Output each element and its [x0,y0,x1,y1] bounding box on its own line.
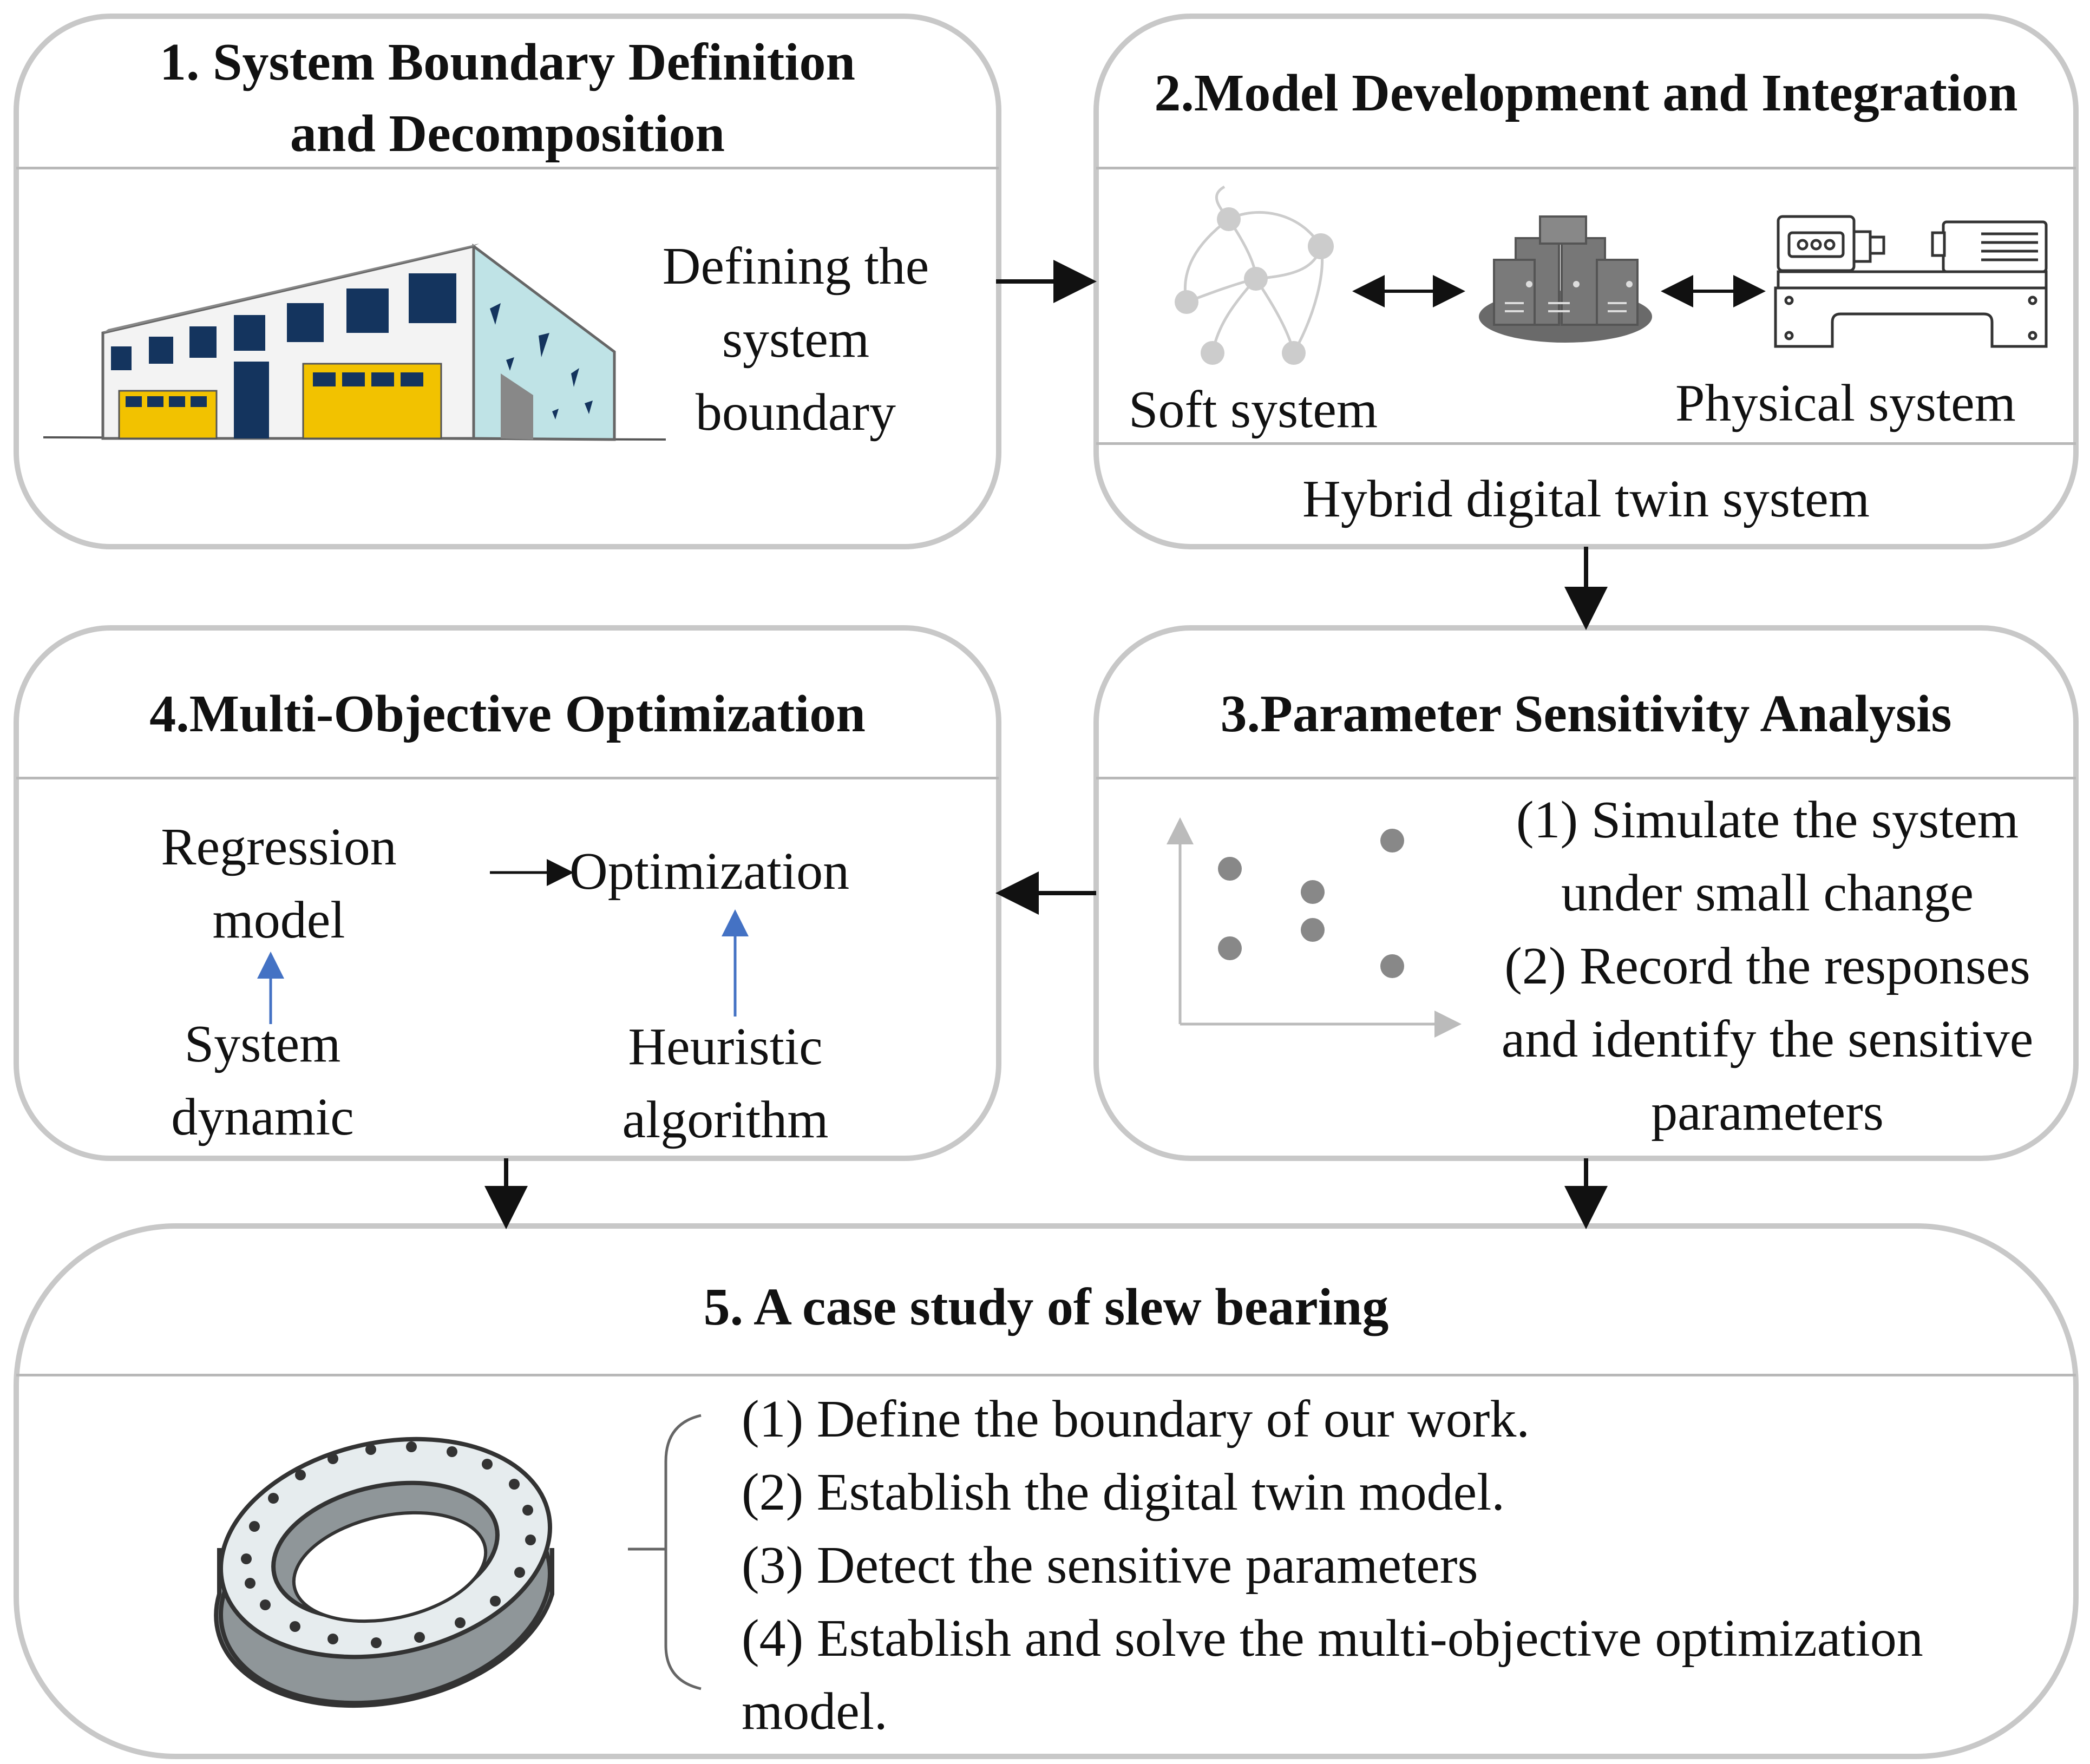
panel-5-title: 5. A case study of slew bearing [703,1278,1389,1336]
sensitivity-step-line: (2) Record the responses [1504,937,2030,995]
case-study-step: (4) Establish and solve the multi-object… [742,1609,1923,1668]
panel-1-title-line-1: 1. System Boundary Definition [159,33,855,91]
panel-2-title: 2.Model Development and Integration [1154,64,2018,122]
slew-bearing-icon [214,1437,554,1708]
sensitivity-step-line: under small change [1561,864,1974,922]
divider [1096,777,2076,779]
bracket [628,1414,702,1690]
boundary-desc-line-3: boundary [695,383,896,442]
divider [1096,167,2076,169]
panel-4-title: 4.Multi-Objective Optimization [149,685,866,743]
regression-model-label: Regression [161,818,397,876]
system-dynamic-label: dynamic [171,1088,354,1146]
case-study-step: (1) Define the boundary of our work. [742,1390,1530,1448]
divider [16,167,999,169]
case-study-step: model. [742,1682,888,1741]
server-icon [1479,215,1652,343]
soft-system-label: Soft system [1129,381,1378,439]
scatter-plot-icon [1167,817,1462,1038]
sensitivity-step-line: (1) Simulate the system [1516,791,2019,849]
building-icon [43,244,666,441]
network-graph-icon [1175,185,1334,365]
divider [1096,442,2076,445]
regression-model-label: model [212,891,345,949]
divider [16,1374,2076,1376]
panel-3-title: 3.Parameter Sensitivity Analysis [1220,685,1952,743]
boundary-desc-line-2: system [722,310,870,369]
machine-tool-icon [1774,215,2048,348]
panel-sensitivity [1093,625,2079,1161]
heuristic-algorithm-label: Heuristic [628,1018,823,1076]
system-dynamic-label: System [184,1015,341,1073]
sensitivity-step-line: parameters [1651,1083,1884,1142]
case-study-step: (3) Detect the sensitive parameters [742,1536,1478,1595]
sensitivity-step-line: and identify the sensitive [1501,1010,2034,1068]
case-study-step: (2) Establish the digital twin model. [742,1463,1505,1522]
hybrid-system-label: Hybrid digital twin system [1302,470,1870,528]
boundary-desc-line-1: Defining the [662,237,929,296]
heuristic-algorithm-label: algorithm [622,1091,829,1149]
divider [16,777,999,779]
panel-1-title-line-2: and Decomposition [290,104,725,163]
physical-system-label: Physical system [1675,374,2016,432]
optimization-label: Optimization [569,842,850,901]
